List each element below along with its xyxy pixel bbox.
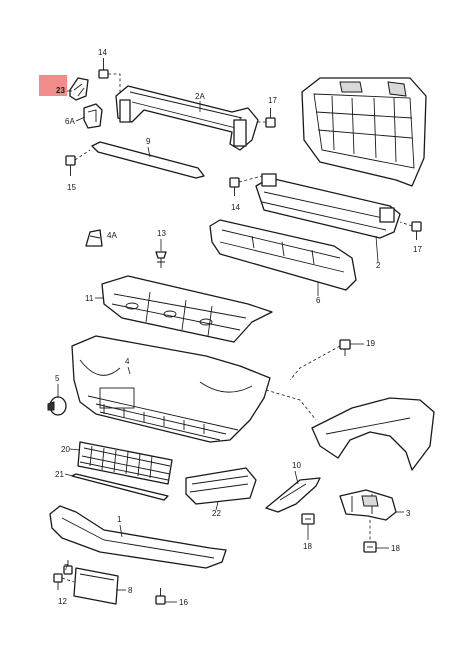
callout-20[interactable]: 20 xyxy=(61,445,70,454)
callout-12[interactable]: 12 xyxy=(58,597,67,606)
part-23-bracket[interactable] xyxy=(69,77,89,101)
callout-4a[interactable]: 4A xyxy=(107,231,117,240)
part-16-screw[interactable] xyxy=(155,588,166,605)
part-6-absorber[interactable] xyxy=(209,219,357,291)
part-4-bumper-cover[interactable] xyxy=(71,335,271,443)
callout-2a[interactable]: 2A xyxy=(195,92,205,101)
callout-16[interactable]: 16 xyxy=(179,598,188,607)
part-4a-cap[interactable] xyxy=(85,229,103,247)
callout-11[interactable]: 11 xyxy=(85,294,94,303)
lock-carrier-module[interactable] xyxy=(301,77,427,187)
callout-3[interactable]: 3 xyxy=(406,509,411,518)
part-3-bracket[interactable] xyxy=(339,489,397,521)
callout-6a[interactable]: 6A xyxy=(65,117,75,126)
callout-23[interactable]: 23 xyxy=(56,86,65,95)
part-15-screw[interactable] xyxy=(65,155,76,176)
callout-6[interactable]: 6 xyxy=(316,296,321,305)
callout-1[interactable]: 1 xyxy=(117,515,122,524)
callout-8[interactable]: 8 xyxy=(128,586,133,595)
part-9-strip[interactable] xyxy=(91,141,205,179)
part-6a-bracket[interactable] xyxy=(83,103,103,129)
callout-18-left[interactable]: 18 xyxy=(303,542,312,551)
part-14-screw-mid[interactable] xyxy=(229,177,240,196)
callout-21[interactable]: 21 xyxy=(55,470,64,479)
part-8-plate-holder[interactable] xyxy=(73,567,119,605)
part-21-trim[interactable] xyxy=(71,473,169,501)
part-17-screw-right[interactable] xyxy=(411,221,422,240)
callout-9[interactable]: 9 xyxy=(146,137,151,146)
part-2-bumper-carrier[interactable] xyxy=(255,173,401,239)
callout-14-mid[interactable]: 14 xyxy=(231,203,240,212)
callout-19[interactable]: 19 xyxy=(366,339,375,348)
part-7-screw[interactable] xyxy=(63,560,73,575)
callout-17-top[interactable]: 17 xyxy=(268,96,277,105)
callout-10[interactable]: 10 xyxy=(292,461,301,470)
part-14-screw-top[interactable] xyxy=(98,58,109,79)
part-10-bracket[interactable] xyxy=(265,477,321,513)
part-11-panel[interactable] xyxy=(101,275,273,343)
part-1-spoiler[interactable] xyxy=(49,505,227,569)
part-5-cap[interactable] xyxy=(47,396,67,416)
part-19-screw[interactable] xyxy=(339,339,351,356)
callout-18-right[interactable]: 18 xyxy=(391,544,400,553)
part-2a-carrier[interactable] xyxy=(115,85,259,151)
callout-23-highlight[interactable] xyxy=(39,75,67,96)
callout-4[interactable]: 4 xyxy=(125,357,130,366)
part-17-screw-top[interactable] xyxy=(265,108,276,128)
part-13-clip[interactable] xyxy=(155,251,167,268)
part-20-grille[interactable] xyxy=(77,441,173,485)
callout-5[interactable]: 5 xyxy=(55,374,60,383)
callout-15[interactable]: 15 xyxy=(67,183,76,192)
fender-outline xyxy=(311,397,435,471)
part-12-screw[interactable] xyxy=(53,573,63,590)
callout-2[interactable]: 2 xyxy=(376,261,381,270)
part-18-nut-left[interactable] xyxy=(301,513,315,525)
part-22-fog-grille[interactable] xyxy=(185,467,257,505)
callout-13[interactable]: 13 xyxy=(157,229,166,238)
part-18-nut-right[interactable] xyxy=(363,541,377,553)
callout-17-right[interactable]: 17 xyxy=(413,245,422,254)
callout-22[interactable]: 22 xyxy=(212,509,221,518)
callout-7[interactable]: 7 xyxy=(64,563,69,572)
callout-14-top[interactable]: 14 xyxy=(98,48,107,57)
